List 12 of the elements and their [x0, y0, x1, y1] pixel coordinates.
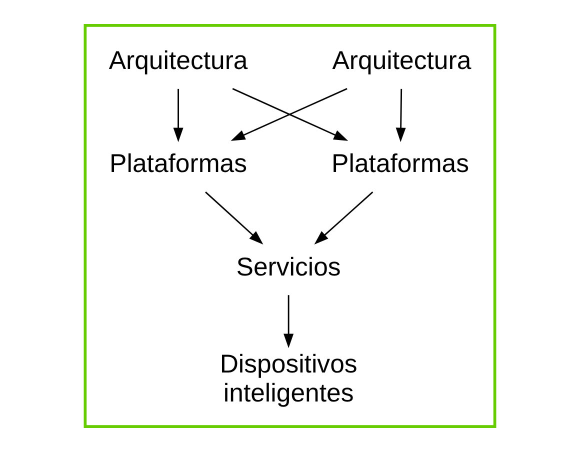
arrow — [395, 88, 406, 142]
cluster — [83, 24, 496, 428]
node-text: Arquitectura — [108, 47, 248, 76]
arrow — [204, 192, 263, 244]
node-text: Dispositivos inteligentes — [219, 350, 357, 408]
node-text: Arquitectura — [332, 47, 471, 76]
node-text: Servicios — [236, 253, 340, 282]
node-text: Plataformas — [331, 150, 469, 178]
arrow — [314, 192, 373, 244]
node-text: Plataformas — [109, 150, 247, 178]
arrow — [172, 88, 183, 142]
arrow — [283, 295, 294, 348]
